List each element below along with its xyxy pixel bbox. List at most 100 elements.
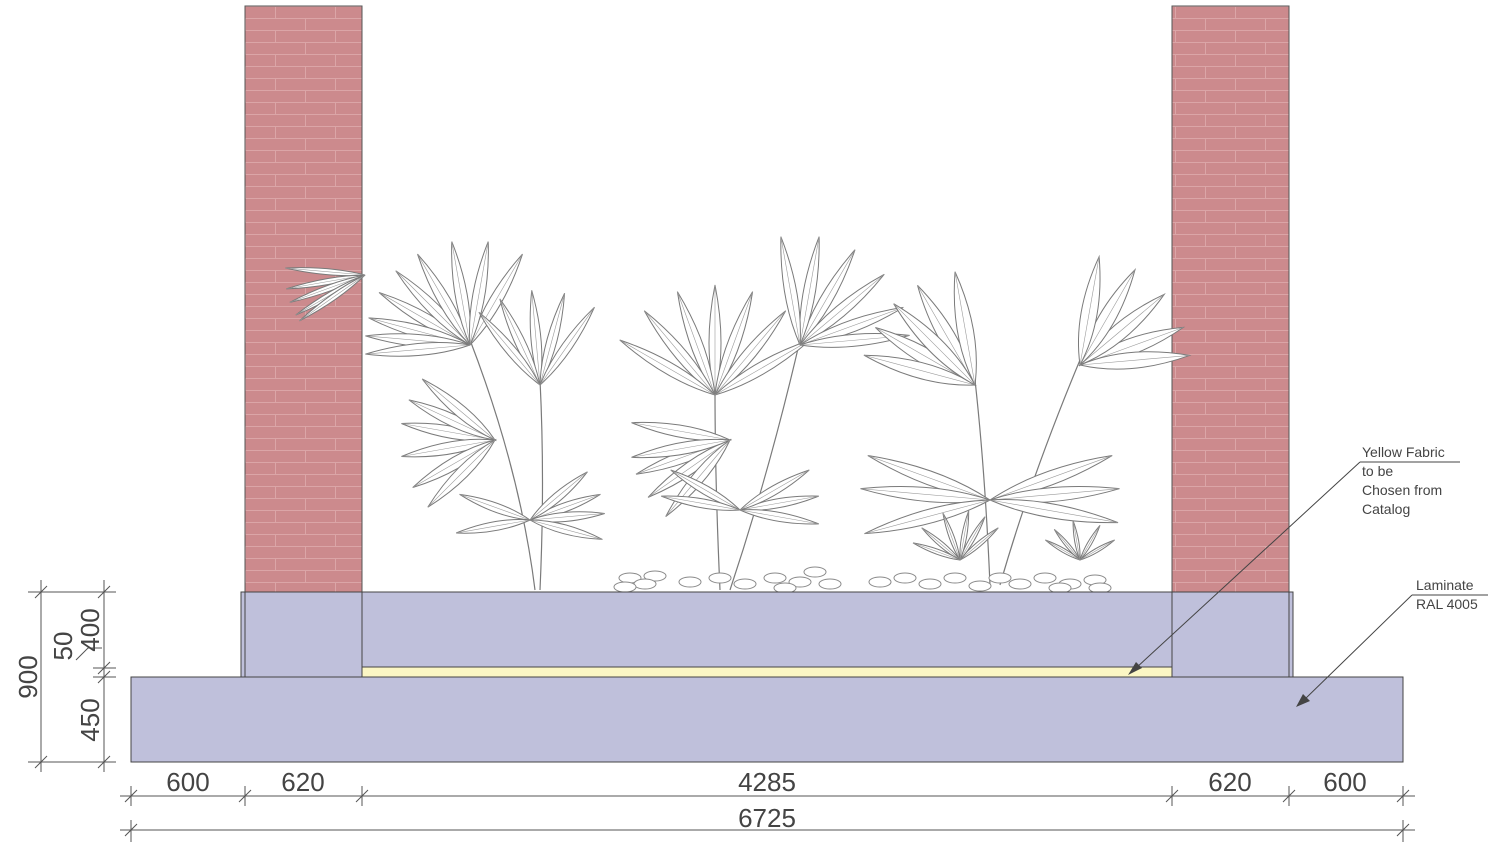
leaf-vein — [670, 469, 741, 511]
pebble-icon — [678, 576, 702, 588]
leaf-vein — [677, 291, 716, 396]
dimension-tick — [97, 755, 111, 769]
pebble-icon — [633, 578, 657, 590]
leaf-vein — [959, 516, 986, 561]
leaf-vein — [989, 455, 1113, 501]
leaf-vein — [959, 527, 999, 561]
leaf-vein — [401, 423, 496, 441]
leaf-vein — [412, 439, 496, 488]
pebble-icon — [733, 578, 757, 590]
dim-vertical-base: 450 — [75, 698, 105, 741]
fabric-note: Yellow Fabric to be Chosen from Catalog — [1362, 444, 1449, 517]
dim-bottom-2: 620 — [281, 767, 324, 797]
leaf-vein — [799, 274, 885, 346]
leaf-vein — [1045, 539, 1081, 561]
laminate-leader — [1296, 594, 1488, 707]
leaf-vein — [863, 354, 976, 386]
leaf-vein — [989, 488, 1120, 501]
leaf-vein — [1079, 539, 1115, 561]
upper-laminate-box — [240, 591, 1294, 678]
pebble-icon — [818, 578, 842, 590]
leaf-vein — [456, 519, 531, 534]
pebble-icon — [1008, 578, 1032, 590]
leaf-vein — [989, 499, 1119, 523]
leaf-vein — [1079, 256, 1100, 366]
leaf-vein — [529, 519, 603, 540]
leaf-vein — [1079, 525, 1101, 561]
leaf-vein — [499, 298, 541, 386]
leaf-vein — [739, 509, 819, 525]
dim-vertical-gap: 50 — [48, 632, 78, 661]
leaf-vein — [478, 312, 541, 386]
pebble-icon — [968, 580, 992, 592]
leaf-vein — [739, 495, 819, 511]
leaf-vein — [427, 439, 496, 508]
leaf-vein — [619, 339, 716, 396]
leaf-vein — [714, 291, 753, 396]
leaf-vein — [289, 274, 366, 303]
leaf-vein — [661, 495, 741, 511]
leaf-vein — [1079, 269, 1136, 366]
pebble-icon — [893, 572, 917, 584]
leaf-vein — [451, 241, 471, 346]
leaf-vein — [459, 494, 531, 521]
dim-vertical-overall: 900 — [13, 655, 43, 698]
dimension-tick — [34, 755, 48, 769]
pebble-icon — [643, 570, 667, 582]
yellow-fabric-strip — [361, 666, 1173, 678]
leaf-vein — [422, 378, 496, 441]
palm-plant-icon — [285, 236, 1192, 594]
leaf-vein — [714, 339, 811, 396]
plant-stem — [469, 339, 536, 591]
leaf-vein — [912, 542, 961, 561]
pebble-icon — [918, 578, 942, 590]
dim-bottom-3: 4285 — [738, 767, 796, 797]
leaf-vein — [529, 494, 601, 521]
leaf-vein — [395, 270, 471, 346]
leaf-vein — [644, 310, 716, 396]
leaf-vein — [780, 236, 801, 346]
fabric-leader — [1128, 461, 1460, 675]
leaf-vein — [942, 512, 961, 561]
leaf-vein — [529, 471, 588, 521]
dim-bottom-1: 600 — [166, 767, 209, 797]
plant-stem — [729, 339, 801, 591]
leaf-vein — [285, 267, 366, 276]
pebble-icon — [708, 572, 732, 584]
leaf-vein — [647, 439, 731, 498]
leaf-vein — [959, 510, 969, 561]
leaf-vein — [867, 455, 991, 501]
leaf-vein — [408, 399, 496, 441]
dim-bottom-5: 600 — [1323, 767, 1366, 797]
vertical-dimension-lines — [28, 580, 116, 772]
leaf-vein — [401, 439, 496, 457]
pebble-icon — [763, 572, 787, 584]
leaf-vein — [893, 303, 976, 386]
leaf-vein — [631, 439, 731, 458]
leaf-vein — [286, 274, 366, 290]
leaf-vein — [921, 527, 961, 561]
pebble-icon — [868, 576, 892, 588]
leaf-vein — [631, 422, 731, 441]
leaf-vein — [799, 307, 904, 346]
dimension-tick — [97, 661, 111, 675]
pebble-icon — [613, 581, 637, 593]
base-laminate — [130, 676, 1404, 763]
leaf-vein — [1079, 294, 1165, 366]
leaf-vein — [799, 249, 856, 346]
dim-bottom-4: 620 — [1208, 767, 1251, 797]
leaf-vein — [539, 307, 595, 386]
dimension-tick — [34, 585, 48, 599]
leaf-vein — [954, 271, 976, 386]
leaf-vein — [860, 488, 991, 501]
leaf-vein — [299, 274, 366, 322]
leaf-vein — [739, 469, 810, 511]
pebble-icon — [943, 572, 967, 584]
pebble-icon — [803, 566, 827, 578]
leaf-vein — [714, 310, 786, 396]
leaf-vein — [1054, 529, 1081, 561]
leaf-vein — [1072, 520, 1081, 561]
dim-vertical-upper: 400 — [75, 608, 105, 651]
plant-stem — [539, 379, 544, 591]
